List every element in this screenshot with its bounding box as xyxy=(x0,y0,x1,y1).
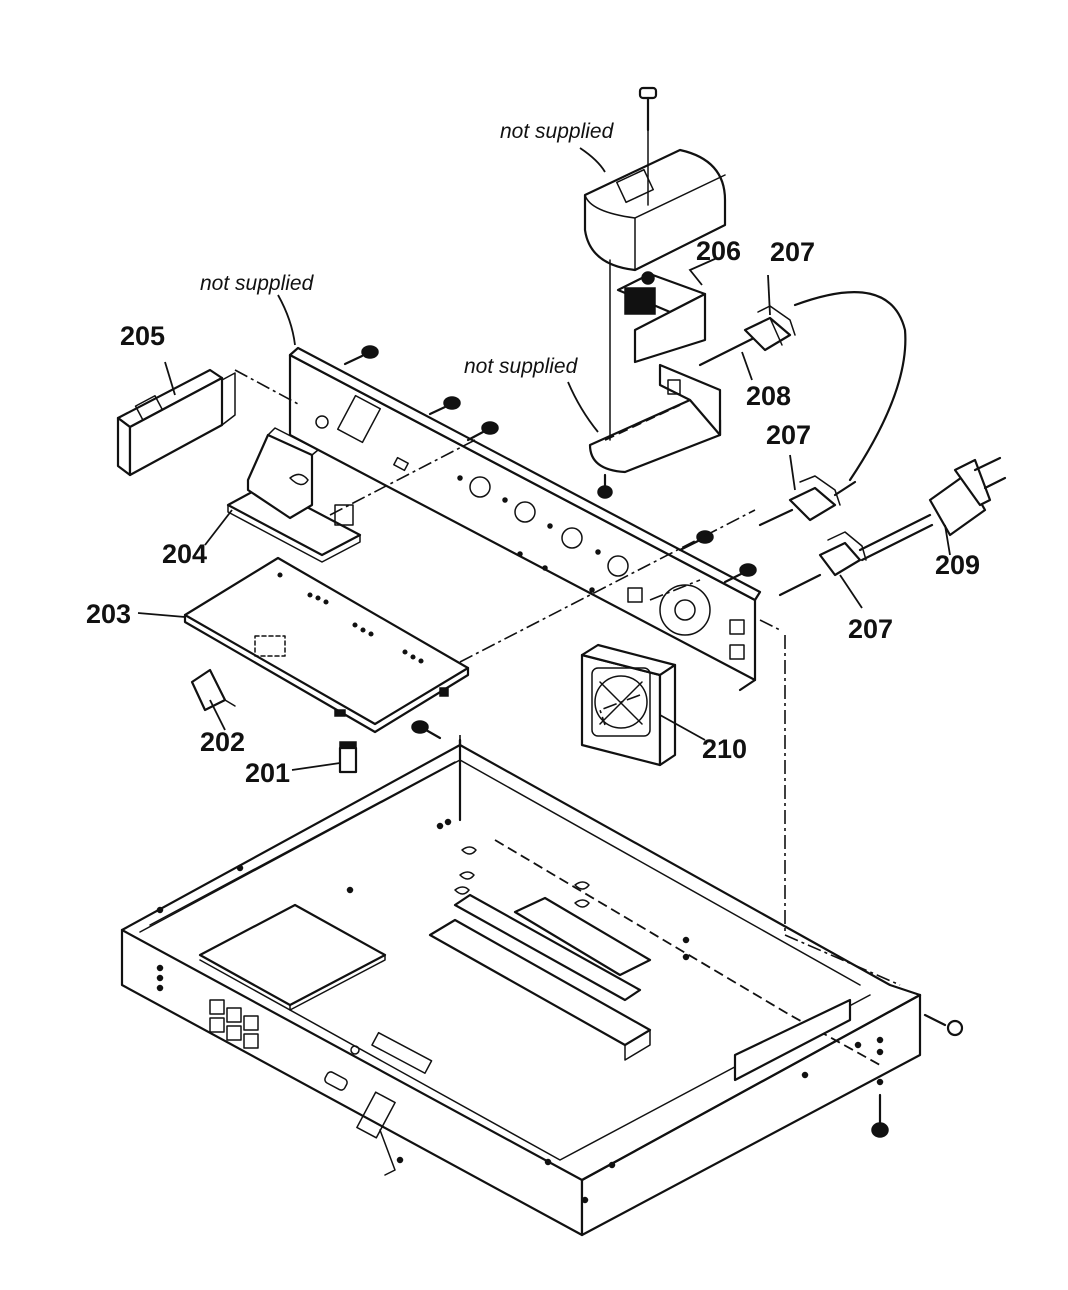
front-panel-buttons xyxy=(209,999,259,1049)
label-203: 203 xyxy=(86,599,131,629)
label-210: 210 xyxy=(702,734,747,764)
part-205-terminal xyxy=(116,368,236,477)
label-209: 209 xyxy=(935,550,980,580)
wire-clips xyxy=(454,846,590,908)
chassis-rivets xyxy=(156,818,884,1204)
part-210-fan xyxy=(580,643,677,767)
label-207-bottom: 207 xyxy=(848,614,893,644)
label-206: 206 xyxy=(696,236,741,266)
screw-top xyxy=(638,86,658,132)
note-not-supplied-bracket: not supplied xyxy=(464,355,579,378)
front-indicators xyxy=(156,964,164,992)
rear-panel xyxy=(288,346,762,692)
pcb-components xyxy=(277,572,424,664)
label-202: 202 xyxy=(200,727,245,757)
screw-chassis-right xyxy=(923,1013,964,1037)
part-209-power-cord xyxy=(858,456,1007,562)
callouts: not supplied not supplied not supplied 2… xyxy=(86,120,980,788)
part-207-bushing-a xyxy=(743,305,796,352)
note-not-supplied-top: not supplied xyxy=(500,120,615,143)
rear-panel-holes xyxy=(457,475,601,593)
label-204: 204 xyxy=(162,539,207,569)
part-202-clip xyxy=(190,668,236,712)
screw-chassis-rear xyxy=(411,720,442,740)
part-204-bracket xyxy=(226,427,362,563)
part-206-switch xyxy=(616,271,707,364)
label-207-middle: 207 xyxy=(766,420,811,450)
label-201: 201 xyxy=(245,758,290,788)
top-cover-not-supplied xyxy=(583,109,727,272)
screw-chassis-bottom xyxy=(871,1093,889,1138)
label-208: 208 xyxy=(746,381,791,411)
bracket-not-supplied xyxy=(588,259,722,499)
part-207-bushing-b xyxy=(758,475,857,527)
leader-lines xyxy=(137,147,951,771)
part-201-connector xyxy=(338,741,358,774)
screws-rear-panel xyxy=(343,345,757,584)
part-203-pcb xyxy=(183,556,470,734)
alignment-lines xyxy=(234,369,901,986)
label-205: 205 xyxy=(120,321,165,351)
jack-connectors xyxy=(324,1031,433,1176)
label-207-top: 207 xyxy=(770,237,815,267)
chassis xyxy=(120,738,922,1237)
part-207-bushing-c xyxy=(778,531,867,597)
part-208-cable xyxy=(698,291,907,482)
note-not-supplied-left: not supplied xyxy=(200,272,315,295)
